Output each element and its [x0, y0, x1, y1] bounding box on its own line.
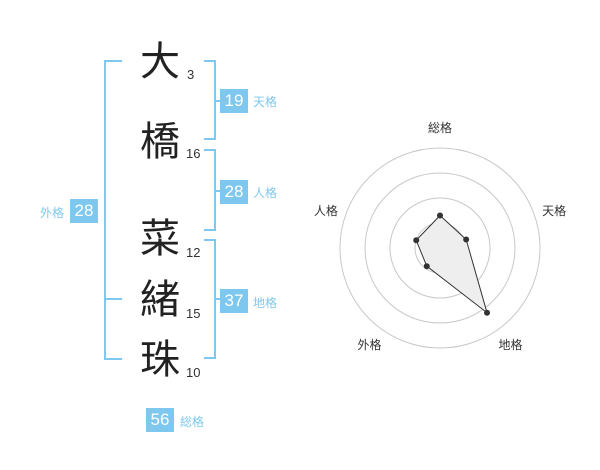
name-char-3: 菜 [140, 216, 180, 262]
name-char-2: 橋 [140, 119, 180, 165]
gaikaku-inner-tick [106, 298, 122, 300]
radar-ring-2 [389, 197, 491, 299]
radar-axis-label-2: 天格 [542, 203, 566, 218]
soukaku-label: 総格 [180, 415, 205, 429]
name-char-5: 珠 [140, 337, 180, 383]
stroke-count-2: 16 [186, 146, 201, 161]
stroke-count-5: 10 [186, 365, 201, 380]
tenkaku-value: 19 [220, 89, 248, 113]
gaikaku-bracket [104, 60, 122, 360]
radar-axis-label-3: 地格 [499, 337, 523, 352]
radar-point-4 [423, 263, 430, 270]
name-char-4: 緒 [140, 277, 180, 323]
chikaku-connector [216, 298, 220, 300]
stroke-count-3: 12 [186, 245, 201, 260]
tenkaku-label: 天格 [253, 95, 278, 109]
radar-point-1 [437, 212, 443, 219]
name-char-1: 大 [140, 39, 180, 85]
gaikaku-value: 28 [70, 199, 98, 223]
stroke-count-1: 3 [187, 67, 195, 82]
radar-point-3 [484, 309, 491, 316]
jinkaku-label: 人格 [253, 186, 278, 200]
jinkaku-connector [216, 190, 220, 192]
stroke-count-4: 15 [186, 306, 201, 321]
chikaku-value: 37 [220, 289, 248, 313]
radar-point-2 [463, 236, 470, 243]
soukaku-value: 56 [146, 408, 174, 432]
radar-point-5 [413, 237, 420, 244]
chikaku-bracket [204, 239, 216, 359]
radar-area [415, 214, 488, 315]
tenkaku-connector [216, 100, 220, 102]
chikaku-label: 地格 [253, 296, 278, 310]
tenkaku-bracket [204, 60, 216, 140]
radar-axis-label-5: 人格 [314, 203, 338, 218]
radar-axis-label-4: 外格 [357, 337, 381, 352]
jinkaku-value: 28 [220, 180, 248, 204]
radar-axis-label-1: 総格 [428, 120, 452, 135]
gaikaku-label: 外格 [40, 206, 65, 220]
radar-ring-4 [339, 147, 541, 349]
radar-ring-3 [364, 172, 516, 324]
jinkaku-bracket [204, 149, 216, 231]
